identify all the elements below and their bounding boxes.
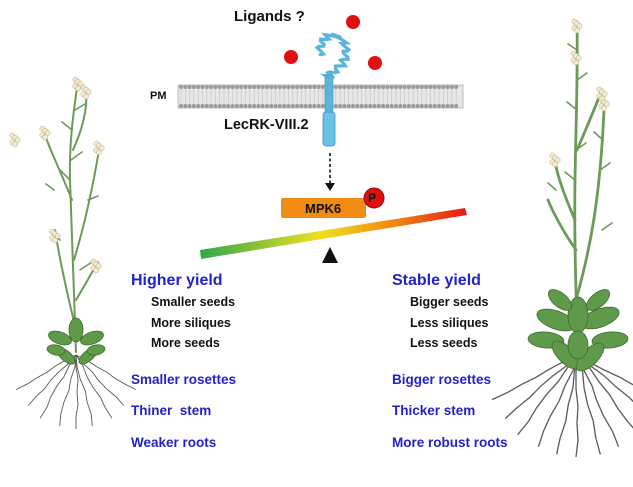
left-detail-seed-count: More seeds [151, 336, 220, 350]
ligand-dot-1 [346, 15, 360, 29]
right-detail-seed-count: Less seeds [410, 336, 478, 350]
receptor-lecrk [314, 32, 352, 147]
left-detail-siliques: More siliques [151, 316, 231, 330]
left-trait-rosettes: Smaller rosettes [131, 372, 237, 387]
receptor-label: LecRK-VIII.2 [224, 117, 309, 133]
left-trait-stem: Thiner stem [131, 403, 212, 418]
right-detail-seeds: Bigger seeds [410, 295, 489, 309]
kinase-bar [281, 198, 366, 218]
ligand-dot-2 [284, 50, 298, 64]
phospho-label: P [368, 191, 377, 205]
ligands-label: Ligands ? [234, 8, 305, 25]
right-detail-siliques: Less siliques [410, 316, 489, 330]
right-yield-heading: Stable yield [392, 272, 481, 289]
plasma-membrane [177, 84, 464, 109]
phospho-circle [363, 187, 385, 209]
plant-illustration-small-rosette [9, 76, 137, 429]
plant-illustration-large-rosette [491, 18, 633, 458]
ligand-dot-3 [368, 56, 382, 70]
balance-beam [200, 208, 467, 259]
left-detail-seeds: Smaller seeds [151, 295, 236, 309]
right-trait-rosettes: Bigger rosettes [392, 372, 492, 387]
right-trait-roots: More robust roots [392, 435, 508, 450]
fulcrum [322, 247, 338, 263]
left-yield-heading: Higher yield [131, 272, 223, 289]
right-trait-stem: Thicker stem [392, 403, 476, 418]
membrane-label: PM [150, 90, 167, 102]
left-trait-roots: Weaker roots [131, 435, 217, 450]
kinase-label: MPK6 [305, 201, 342, 216]
signal-arrow [325, 153, 335, 191]
